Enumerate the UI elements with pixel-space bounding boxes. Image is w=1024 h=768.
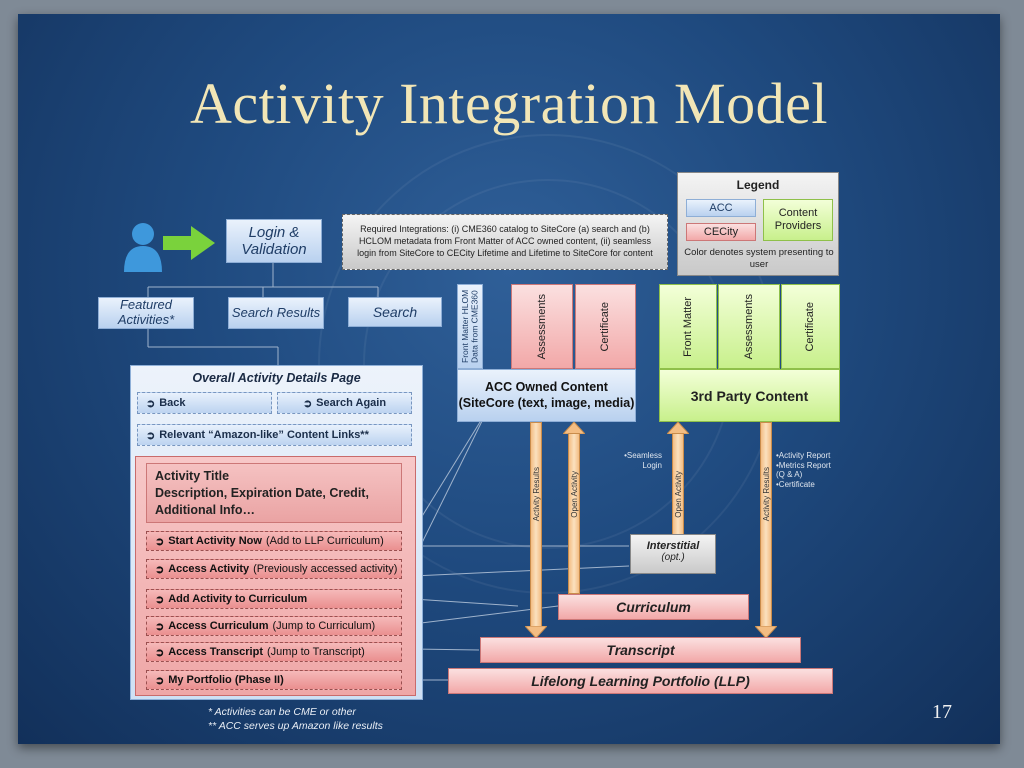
curriculum-box: Curriculum: [558, 594, 749, 620]
connector-lines: [147, 261, 630, 681]
acc-assessments-tab: Assessments: [511, 284, 573, 369]
acc-owned-content-box: ACC Owned Content (SiteCore (text, image…: [457, 369, 636, 422]
llp-box: Lifelong Learning Portfolio (LLP): [448, 668, 833, 694]
activity-title: Activity Title: [155, 469, 230, 483]
interstitial-box: Interstitial (opt.): [630, 534, 716, 574]
row-label: Access Curriculum: [168, 620, 269, 632]
reports-note-item: •Certificate: [776, 479, 815, 489]
user-icon: [124, 223, 162, 272]
legend: Legend ACC CECity Content Providers Colo…: [677, 172, 839, 276]
activity-description: Description, Expiration Date, Credit, Ad…: [155, 485, 369, 517]
details-page-title: Overall Activity Details Page: [192, 371, 361, 385]
arrow-head-up-2: [667, 422, 689, 434]
hand-pointer-icon: ➲: [155, 646, 165, 659]
legend-acc: ACC: [686, 199, 756, 217]
footnote: * Activities can be CME or other: [208, 706, 356, 718]
required-integrations-note: Required Integrations: (i) CME360 catalo…: [342, 214, 668, 270]
add-activity-to-curriculum-button[interactable]: ➲Add Activity to Curriculum: [146, 589, 402, 609]
featured-activities-box: Featured Activities*: [98, 297, 194, 329]
open-activity-label-2: Open Activity: [673, 470, 683, 518]
hand-pointer-icon: ➲: [302, 397, 313, 410]
row-label: Access Activity: [168, 563, 250, 575]
acc-certificate-tab: Certificate: [575, 284, 636, 369]
row-label: Add Activity to Curriculum: [168, 593, 308, 605]
activity-panel: Activity Title Description, Expiration D…: [135, 456, 416, 696]
access-transcript-button[interactable]: ➲Access Transcript (Jump to Transcript): [146, 642, 402, 662]
arrow-head-up-1: [563, 422, 585, 434]
row-sublabel: (Add to LLP Curriculum): [265, 535, 384, 547]
hand-pointer-icon: ➲: [155, 535, 165, 548]
row-sublabel: (Jump to Curriculum): [272, 620, 376, 632]
footnotes: * Activities can be CME or other ** ACC …: [208, 705, 383, 733]
back-label: Back: [159, 397, 186, 409]
row-sublabel: (Jump to Transcript): [267, 646, 365, 658]
hand-pointer-icon: ➲: [146, 397, 156, 410]
open-activity-label-1: Open Activity: [569, 470, 579, 518]
slide-title: Activity Integration Model: [190, 71, 828, 136]
seamless-login-note: •Seamless Login: [624, 451, 662, 470]
access-activity-button[interactable]: ➲Access Activity(Previously accessed act…: [146, 559, 402, 579]
my-portfolio-button[interactable]: ➲My Portfolio (Phase II): [146, 670, 402, 690]
activity-results-label-2: Activity Results: [761, 466, 771, 522]
relevant-content-links-button[interactable]: ➲Relevant “Amazon-like” Content Links**: [137, 424, 412, 446]
arrow-head-down-2: [755, 626, 777, 638]
third-party-content-box: 3rd Party Content: [659, 369, 840, 422]
reports-note-item: •Activity Report: [776, 451, 831, 460]
legend-content-providers: Content Providers: [763, 199, 833, 241]
interstitial-sub: (opt.): [661, 552, 685, 563]
footnote: ** ACC serves up Amazon like results: [208, 720, 383, 733]
hand-pointer-icon: ➲: [155, 593, 165, 606]
acc-front-matter-tab: Front Matter HLOM Data from CME360: [457, 284, 483, 369]
search-results-box: Search Results: [228, 297, 324, 329]
login-validation-box: Login & Validation: [226, 219, 322, 263]
legend-heading: Legend: [736, 178, 780, 192]
activity-results-label-1: Activity Results: [531, 466, 541, 522]
row-label: My Portfolio (Phase II): [168, 674, 284, 686]
arrow-head-down-1: [525, 626, 547, 638]
third-party-assessments-tab: Assessments: [718, 284, 780, 369]
overall-activity-details-page: Overall Activity Details Page ➲Back ➲Sea…: [130, 365, 423, 700]
row-label: Start Activity Now: [168, 535, 262, 547]
hand-pointer-icon: ➲: [155, 674, 165, 687]
access-curriculum-button[interactable]: ➲Access Curriculum(Jump to Curriculum): [146, 616, 402, 636]
slide: Activity Integration Model Login &: [18, 14, 1000, 744]
third-party-front-matter-tab: Front Matter: [659, 284, 717, 369]
green-arrow-icon: [163, 226, 215, 260]
start-activity-now-button[interactable]: ➲Start Activity Now(Add to LLP Curriculu…: [146, 531, 402, 551]
hand-pointer-icon: ➲: [155, 620, 165, 633]
legend-note: Color denotes system presenting to user: [684, 247, 834, 270]
back-button[interactable]: ➲Back: [137, 392, 272, 414]
relevant-content-label: Relevant “Amazon-like” Content Links**: [159, 429, 369, 441]
row-label: Access Transcript: [168, 646, 263, 658]
legend-cecity: CECity: [686, 223, 756, 241]
search-again-label: Search Again: [316, 397, 387, 409]
search-again-button[interactable]: ➲Search Again: [277, 392, 412, 414]
row-sublabel: (Previously accessed activity): [253, 563, 398, 575]
activity-title-box: Activity Title Description, Expiration D…: [146, 463, 402, 523]
open-activity-arrow-1: [568, 433, 580, 594]
search-box: Search: [348, 297, 442, 327]
hand-pointer-icon: ➲: [146, 429, 156, 442]
reports-note: •Activity Report •Metrics Report (Q & A)…: [776, 451, 838, 489]
transcript-box: Transcript: [480, 637, 801, 663]
page-number: 17: [932, 701, 952, 723]
interstitial-title: Interstitial: [646, 540, 700, 552]
reports-note-item: •Metrics Report (Q & A): [776, 460, 831, 480]
hand-pointer-icon: ➲: [155, 563, 165, 576]
third-party-certificate-tab: Certificate: [781, 284, 840, 369]
